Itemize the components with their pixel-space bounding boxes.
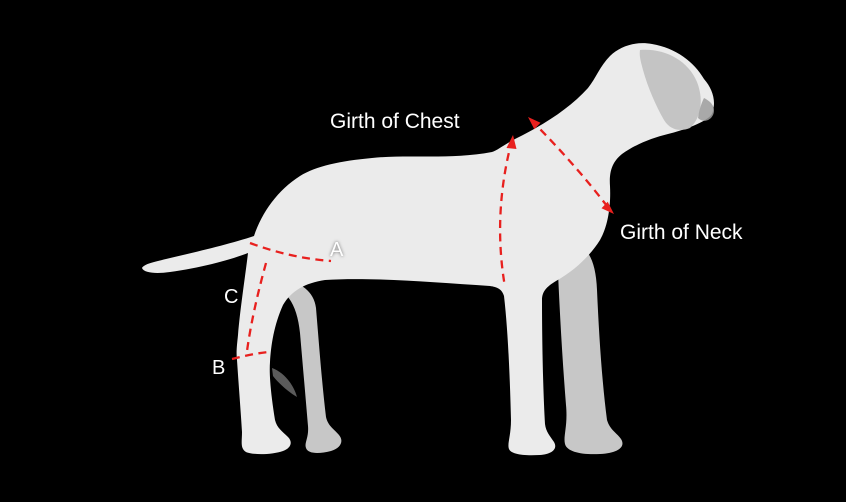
neck-girth-line <box>530 119 608 207</box>
dog-ear <box>639 49 701 130</box>
point-c-label: C <box>224 286 239 308</box>
dog-nose-shading <box>698 98 714 121</box>
point-a-label: A <box>330 239 344 261</box>
measure-b-line <box>231 350 270 361</box>
chest-line-arrowhead <box>506 135 517 149</box>
dog-far-front-leg <box>557 241 623 455</box>
measure-a-line <box>249 241 332 263</box>
point-b-label: B <box>212 357 226 379</box>
dog-far-hind-leg <box>262 280 342 453</box>
neck-line-arrowhead-top <box>528 117 541 130</box>
hind-leg-shadow <box>272 368 297 397</box>
girth-of-neck-label: Girth of Neck <box>620 221 743 244</box>
neck-line-arrowhead-bottom <box>601 201 614 214</box>
dog-silhouette <box>142 43 714 456</box>
measure-c-line <box>245 262 268 352</box>
girth-of-chest-label: Girth of Chest <box>330 110 460 133</box>
chest-girth-line <box>498 139 514 288</box>
